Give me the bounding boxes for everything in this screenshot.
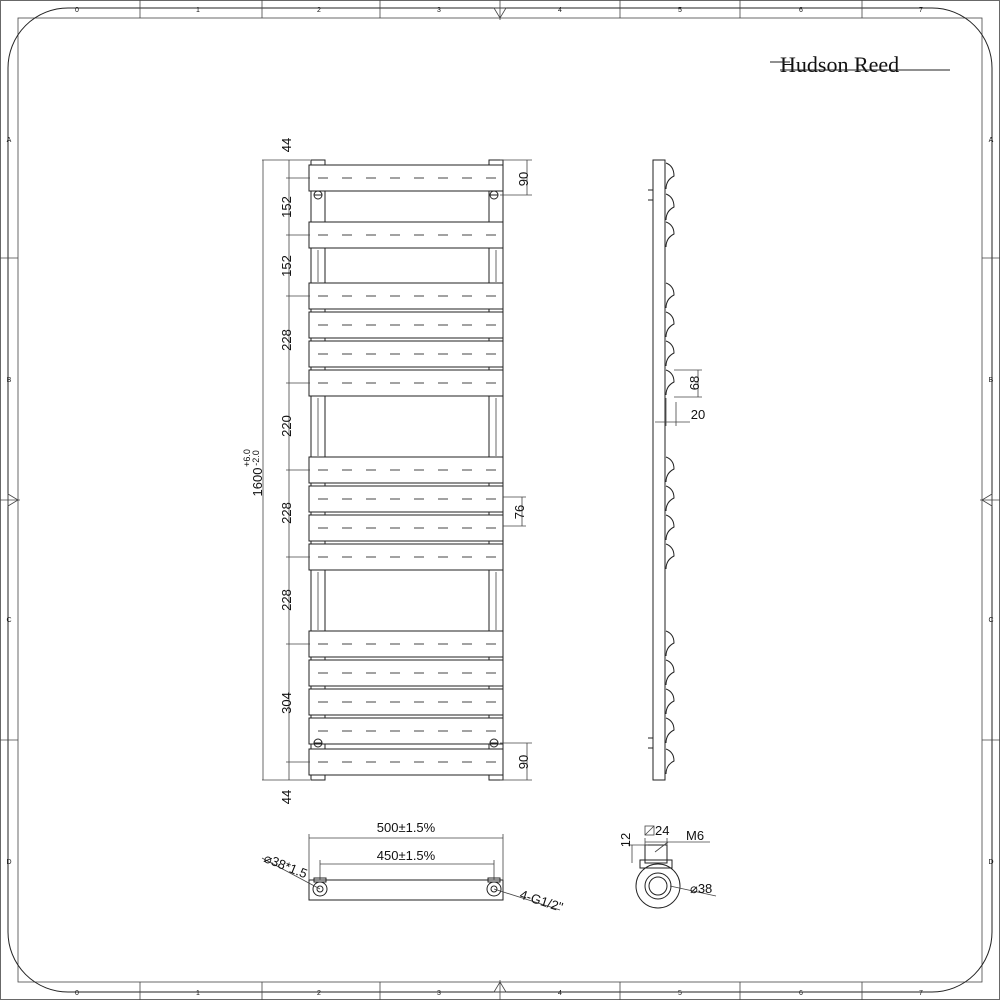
dim-228-a: 228: [279, 329, 294, 351]
dim-152-b: 152: [279, 255, 294, 277]
overall-height: 1600: [250, 468, 265, 497]
brand-name: Hudson Reed: [780, 52, 899, 77]
col-label-1-bottom: 1: [196, 990, 200, 997]
col-label-5-bottom: 5: [678, 990, 682, 997]
col-label-2-bottom: 2: [317, 990, 321, 997]
wall-bracket-icon: [313, 190, 499, 748]
detail-view: 12 24 M6 ⌀38: [618, 823, 717, 909]
centres-width: 450±1.5%: [377, 848, 436, 863]
col-label-7: 7: [919, 7, 923, 14]
dim-304: 304: [279, 692, 294, 714]
detail-diameter: ⌀38: [690, 881, 712, 896]
col-label-0-bottom: 0: [75, 990, 79, 997]
col-label-6-bottom: 6: [799, 990, 803, 997]
col-label-7-bottom: 7: [919, 990, 923, 997]
dim-bottom-44: 44: [279, 790, 294, 804]
row-label-c-right: C: [988, 617, 993, 624]
row-label-a: A: [7, 137, 12, 144]
col-label-2: 2: [317, 7, 321, 14]
dim-220: 220: [279, 415, 294, 437]
dim-152-a: 152: [279, 196, 294, 218]
valve-connection-icon: [312, 877, 502, 897]
row-label-c: C: [6, 617, 11, 624]
dim-top-pipe-90: 90: [516, 172, 531, 186]
overall-height-dim: 1600 +6.0 -2.0: [242, 449, 265, 496]
dim-bar-76: 76: [512, 505, 527, 519]
detail-thread: M6: [686, 828, 704, 843]
row-label-b: B: [7, 377, 12, 384]
tol-lower: -2.0: [251, 450, 261, 466]
dim-top-44: 44: [279, 138, 294, 152]
col-label-1: 1: [196, 7, 200, 14]
col-label-3: 3: [437, 7, 441, 14]
brand-logo: Hudson Reed: [770, 52, 950, 77]
radiator-bars: [308, 164, 504, 776]
dim-depth-68: 68: [687, 376, 702, 390]
col-label-5: 5: [678, 7, 682, 14]
dim-228-b: 228: [279, 502, 294, 524]
tol-upper: +6.0: [242, 449, 252, 467]
col-label-6: 6: [799, 7, 803, 14]
side-view: 68 20: [648, 159, 705, 781]
bottom-view: 500±1.5% 450±1.5% ⌀38*1.5 4-G1/2": [261, 820, 565, 915]
overall-width: 500±1.5%: [377, 820, 436, 835]
side-fins: [665, 162, 675, 775]
col-label-4: 4: [558, 7, 562, 14]
hex-symbol-icon: [644, 825, 655, 836]
row-label-d-right: D: [988, 859, 993, 866]
dim-228-c: 228: [279, 589, 294, 611]
dim-bottom-pipe-90: 90: [516, 755, 531, 769]
col-label-3-bottom: 3: [437, 990, 441, 997]
col-label-0: 0: [75, 7, 79, 14]
detail-height: 12: [618, 833, 633, 847]
tube-diameter: ⌀38*1.5: [262, 850, 310, 881]
row-label-d: D: [6, 859, 11, 866]
col-label-4-bottom: 4: [558, 990, 562, 997]
connection-spec: 4-G1/2": [518, 887, 565, 915]
front-view: 44 152 152 228 220 228 228 304 44 1600 +…: [242, 138, 532, 804]
row-label-b-right: B: [989, 377, 994, 384]
row-label-a-right: A: [989, 137, 994, 144]
detail-hex: 24: [655, 823, 669, 838]
dim-offset-20: 20: [691, 407, 705, 422]
